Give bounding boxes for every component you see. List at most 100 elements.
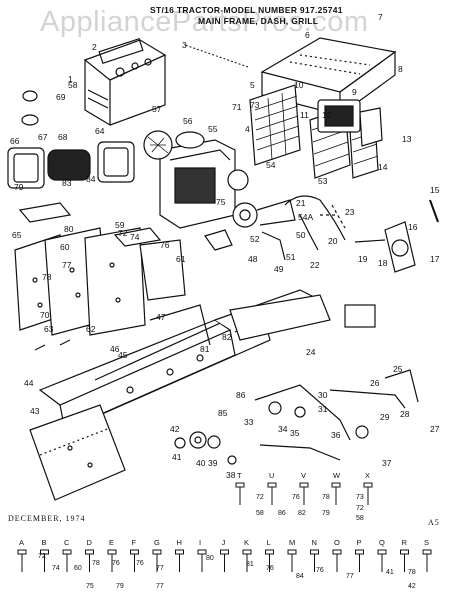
left-side-panels <box>14 202 146 336</box>
callout-82: 82 <box>222 332 232 342</box>
callout-85: 85 <box>218 408 228 418</box>
callout-4: 4 <box>245 124 250 134</box>
callout-17: 17 <box>430 254 440 264</box>
callout-31: 31 <box>318 404 328 414</box>
hw-ref-17: 80 <box>206 555 214 562</box>
callout-50: 50 <box>296 230 306 240</box>
bolt-w-icon <box>331 482 341 505</box>
hw-key-j: J <box>222 538 226 547</box>
engine <box>143 130 249 251</box>
callout-58: 58 <box>68 80 78 90</box>
hw-key-m: M <box>289 538 295 547</box>
callout-5: 5 <box>250 80 255 90</box>
hw-key-c: C <box>64 538 70 547</box>
bolt-q-icon <box>377 549 387 572</box>
callout-20: 20 <box>328 236 338 246</box>
callout-72: 72 <box>118 228 128 238</box>
callout-28: 28 <box>400 409 410 419</box>
hw-ref-6: 79 <box>322 510 330 517</box>
hw-ref-21: 76 <box>316 567 324 574</box>
bolt-x-icon <box>363 482 373 505</box>
hw-ref-4: 82 <box>298 510 306 517</box>
hw-key-f: F <box>132 538 137 547</box>
hw-ref-0: 72 <box>256 494 264 501</box>
bolt-p-icon <box>355 549 364 572</box>
callout-62: 62 <box>86 324 96 334</box>
pulleys <box>174 431 237 465</box>
callout-83: 83 <box>62 178 72 188</box>
hw-key-s: S <box>424 538 429 547</box>
hw-ref-12: 60 <box>74 565 82 572</box>
callout-21: 21 <box>296 198 306 208</box>
hw-ref-25: 42 <box>408 583 416 590</box>
hw-key-k: K <box>244 538 249 547</box>
hw-key-b: B <box>42 538 47 547</box>
callout-45: 45 <box>118 350 128 360</box>
callout-9: 9 <box>352 87 357 97</box>
callout-84: 84 <box>86 174 96 184</box>
hw-key-r: R <box>402 538 408 547</box>
hw-ref-22: 77 <box>346 573 354 580</box>
callout-43: 43 <box>30 406 40 416</box>
hw-key-h: H <box>177 538 182 547</box>
right-side-panel <box>113 227 186 301</box>
hw-ref-5: 78 <box>322 494 330 501</box>
callout-7: 7 <box>378 12 383 22</box>
hw-key-l: L <box>267 538 271 547</box>
callout-63: 63 <box>44 324 54 334</box>
hw-ref-19: 76 <box>266 565 274 572</box>
callout-10: 10 <box>294 80 304 90</box>
callout-70: 70 <box>40 310 50 320</box>
callout-71: 71 <box>232 102 242 112</box>
dash-panel <box>83 38 167 127</box>
bolt-e-icon <box>107 549 117 572</box>
hw-key-q: Q <box>379 538 385 547</box>
callout-49: 49 <box>274 264 284 274</box>
callout-3: 3 <box>182 40 187 50</box>
callout-37: 37 <box>382 458 392 468</box>
callout-36: 36 <box>331 430 341 440</box>
callout-57: 57 <box>152 104 162 114</box>
hood <box>260 37 397 116</box>
callout-76: 76 <box>160 240 170 250</box>
bolt-f-icon <box>130 549 139 572</box>
hw-key-w: W <box>333 471 341 480</box>
callout-19: 19 <box>358 254 368 264</box>
callout-6: 6 <box>305 30 310 40</box>
hw-key-x: X <box>365 471 370 480</box>
callout-61: 61 <box>176 254 186 264</box>
bolt-b-icon <box>40 549 49 572</box>
bolt-t-icon <box>235 482 245 505</box>
bolt-c-icon <box>62 549 72 572</box>
hw-ref-23: 41 <box>386 569 394 576</box>
callout-77: 77 <box>62 260 72 270</box>
bolt-s-icon <box>422 549 432 572</box>
callout-75: 75 <box>216 197 226 207</box>
callout-23: 23 <box>345 207 355 217</box>
bolt-o-icon <box>332 549 342 572</box>
callout-26: 26 <box>370 378 380 388</box>
watermark: AppliancePartsPros.com <box>40 6 369 38</box>
hw-ref-11: 74 <box>52 565 60 572</box>
hw-ref-13: 78 <box>92 560 100 567</box>
callout-42: 42 <box>170 424 180 434</box>
hw-key-p: P <box>357 538 362 547</box>
callout-44: 44 <box>24 378 34 388</box>
hw-key-e: E <box>109 538 114 547</box>
callout-11: 11 <box>300 110 309 120</box>
diagram-title: ST/16 TRACTOR-MODEL NUMBER 917.25741 <box>150 5 343 15</box>
bolt-l-icon <box>265 549 274 572</box>
headlight-bracket <box>317 99 383 147</box>
bolt-k-icon <box>242 549 252 572</box>
bolt-r-icon <box>400 549 409 572</box>
callout-86: 86 <box>236 390 246 400</box>
bolt-m-icon <box>287 549 297 572</box>
hw-ref-9: 58 <box>356 515 364 522</box>
hw-key-u: U <box>269 471 274 480</box>
hw-key-t: T <box>237 471 242 480</box>
hw-ref-14: 76 <box>112 560 120 567</box>
callout-79: 79 <box>14 182 24 192</box>
page-code: A5 <box>428 518 440 527</box>
callout-81: 81 <box>200 344 210 354</box>
callout-12: 12 <box>322 110 332 120</box>
